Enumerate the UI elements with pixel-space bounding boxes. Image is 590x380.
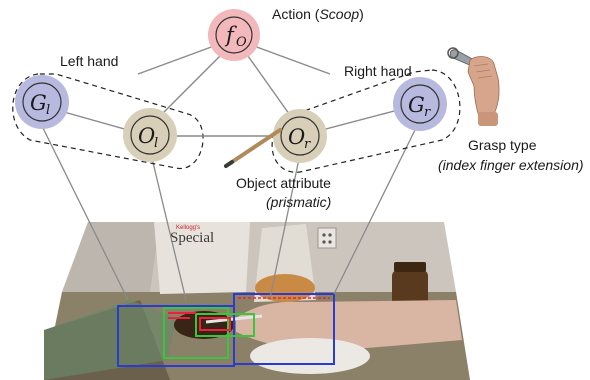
hand-holding-wrench-icon — [447, 47, 500, 126]
right-hand-label: Right hand — [344, 63, 412, 79]
photo-jar — [392, 270, 428, 306]
grasp-left-subscript: l — [46, 103, 50, 118]
object-attribute-title: Object attribute — [236, 175, 331, 191]
grasp-type-value: (index finger extension) — [438, 157, 584, 173]
photo-wall-outlet — [317, 227, 337, 249]
projection-edges — [39, 121, 417, 301]
photo-left-arm — [44, 300, 176, 380]
grasp-left-symbol: G — [30, 91, 47, 115]
kitchen-scene-photo: Kellogg's Special — [44, 222, 470, 380]
detection-box-left-object — [163, 307, 229, 359]
graph-edges — [63, 45, 399, 137]
object-left-node: O l — [123, 108, 177, 162]
object-right-symbol: O — [288, 125, 305, 149]
left-hand-group — [12, 73, 204, 169]
photo-plate — [250, 338, 370, 374]
action-node-symbol: f — [224, 23, 237, 47]
grasp-right-subscript: r — [424, 105, 431, 120]
object-right-node: O r — [273, 109, 327, 163]
object-right-subscript: r — [304, 137, 311, 152]
action-label: Action (Scoop) — [272, 6, 364, 22]
detection-box-right-hand — [233, 293, 335, 365]
edge-action-to-left-group — [137, 45, 215, 75]
action-node-subscript: O — [236, 35, 247, 50]
photo-cereal-box — [154, 222, 250, 294]
photo-wall-shade — [62, 222, 160, 292]
edge-action-to-object-left — [157, 53, 223, 119]
edge-grasp-right-to-object-right — [321, 109, 399, 131]
grasp-right-node: G r — [393, 77, 447, 131]
photo-cereal-brand: Kellogg's — [176, 225, 200, 231]
edge-action-to-object-right — [247, 55, 293, 119]
object-attribute-value: (prismatic) — [266, 194, 331, 210]
edge-grasp-right-to-photo — [333, 127, 417, 295]
grasp-right-symbol: G — [408, 93, 425, 117]
photo-bowl — [174, 311, 234, 339]
photo-cereal-box-text: Special — [170, 230, 214, 246]
edge-grasp-left-to-object-left — [63, 111, 129, 131]
object-left-symbol: O — [138, 124, 155, 148]
grasp-type-title: Grasp type — [468, 137, 537, 153]
left-hand-label: Left hand — [60, 53, 118, 69]
pencil-icon — [224, 128, 282, 168]
edge-object-right-to-photo — [269, 153, 301, 299]
object-left-subscript: l — [154, 136, 158, 151]
edge-action-to-right-group — [253, 45, 331, 75]
detection-box-right-object — [195, 313, 255, 337]
detection-box-tool — [199, 317, 231, 331]
photo-jar-lid — [394, 262, 426, 272]
action-node: f O — [208, 9, 260, 61]
edge-object-left-to-photo — [149, 149, 187, 301]
grasp-left-node: G l — [15, 75, 69, 129]
edge-grasp-left-to-photo — [39, 121, 129, 301]
